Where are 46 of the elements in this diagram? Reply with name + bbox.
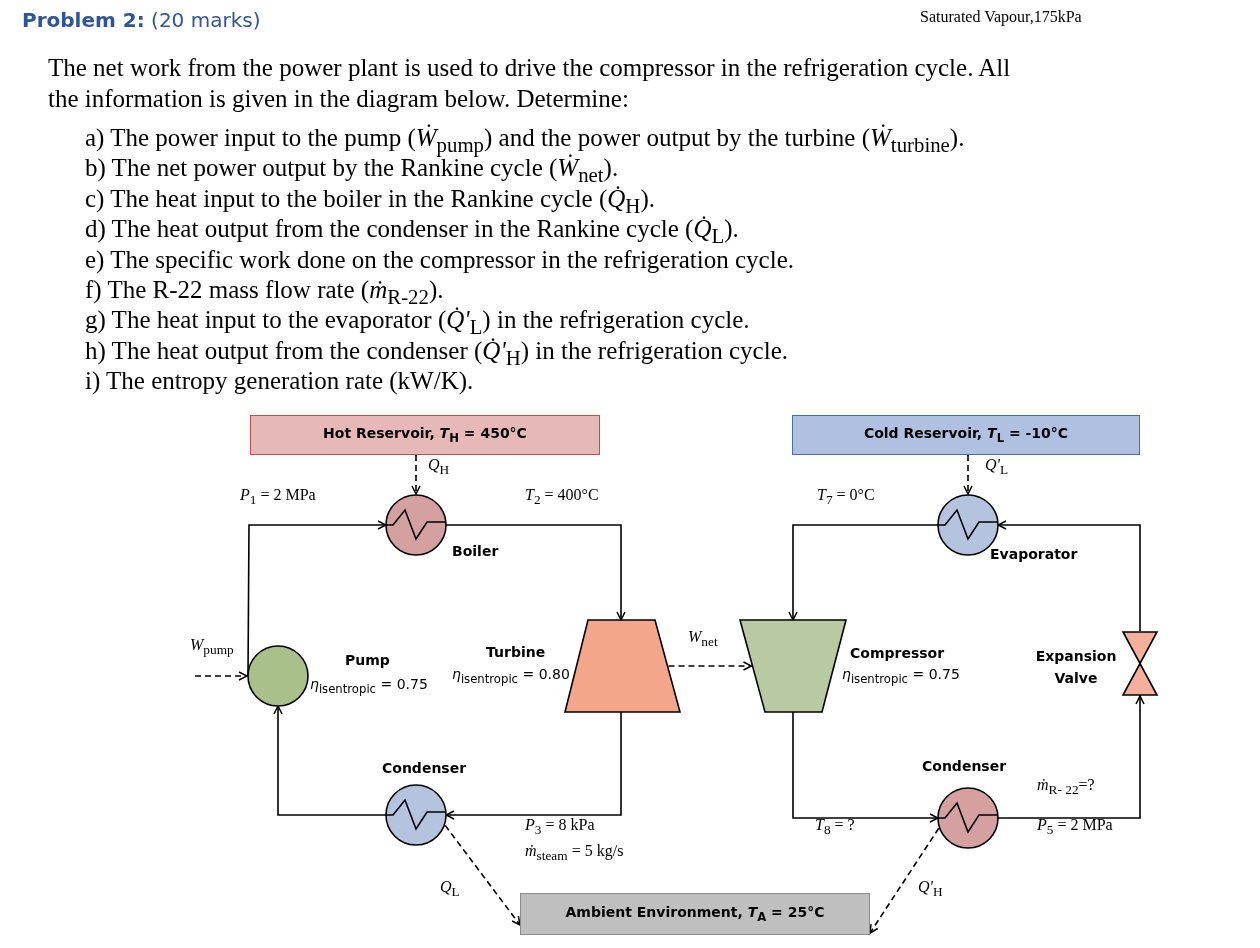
box-label: Ambient Environment, T$_{A}$ = 25°C (565, 904, 825, 924)
efficiency-label: η$_{isentropic}$ = 0.75 (310, 676, 428, 696)
state-label: ṁ$_{R- 22}$=? (1037, 776, 1095, 799)
edge-label: T$_{8}$ = ? (815, 816, 855, 839)
reservoir-box (792, 415, 1140, 455)
dashed-arrow (444, 824, 521, 926)
edge-label: Q$_{L}$ (440, 878, 460, 901)
efficiency-label: η$_{isentropic}$ = 0.80 (452, 666, 570, 686)
edge-label: W$_{pump}$ (190, 636, 234, 659)
dashed-arrow (411, 454, 421, 495)
box-label: Hot Reservoir, T$_{H}$ = 450°C (323, 425, 527, 445)
pipe-arrow (792, 711, 939, 823)
edge-label: Q$_{H}$ (428, 456, 450, 479)
edge-label: P$_{3}$ = 8 kPa (525, 816, 595, 839)
question-item: f) The R-22 mass flow rate (ṁ$_{R-22}$). (85, 276, 444, 310)
component-label: Boiler (452, 543, 499, 559)
dashed-arrow (667, 661, 753, 671)
problem-statement: The net work from the power plant is used to drive the compressor in the refrigeration cycle. All the information is given in the diagram below. Determine: (48, 53, 1012, 114)
pipe-arrow (997, 520, 1141, 632)
dashed-arrow (963, 454, 973, 495)
header-note: Saturated Vapour,175kPa (920, 8, 1082, 26)
box-label: Cold Reservoir, T$_{L}$ = -10°C (863, 425, 1069, 445)
pipe-arrow (445, 711, 622, 820)
state-label: ṁ$_{steam}$ = 5 kg/s (525, 842, 624, 865)
pipe-arrow (273, 705, 387, 816)
dashed-arrow (194, 671, 248, 681)
edge-label: W$_{net}$ (688, 628, 718, 651)
edge-label: Q'$_{L}$ (985, 456, 1009, 479)
edge-label: Q'$_{H}$ (918, 878, 943, 901)
component-label: Compressor (850, 645, 945, 661)
reservoir-box (250, 415, 600, 455)
component-label: Condenser (922, 758, 1007, 774)
edge-label: P$_{1}$ = 2 MPa (240, 486, 316, 509)
component-label: Expansion Valve (1034, 647, 1118, 688)
problem-heading: Problem 2: (20 marks) (22, 8, 261, 32)
environment-box (520, 893, 870, 935)
dashed-arrow (869, 827, 940, 934)
efficiency-label: η$_{isentropic}$ = 0.75 (842, 666, 960, 686)
component-label: Turbine (486, 644, 546, 660)
component-label: Evaporator (990, 546, 1078, 562)
component-label: Condenser (382, 760, 467, 776)
edge-label: P$_{5}$ = 2 MPa (1037, 816, 1113, 839)
component-label: Pump (345, 652, 390, 668)
pipe-arrow (788, 524, 939, 621)
edge-label: T$_{2}$ = 400°C (525, 486, 599, 509)
edge-label: T$_{7}$ = 0°C (817, 486, 875, 509)
